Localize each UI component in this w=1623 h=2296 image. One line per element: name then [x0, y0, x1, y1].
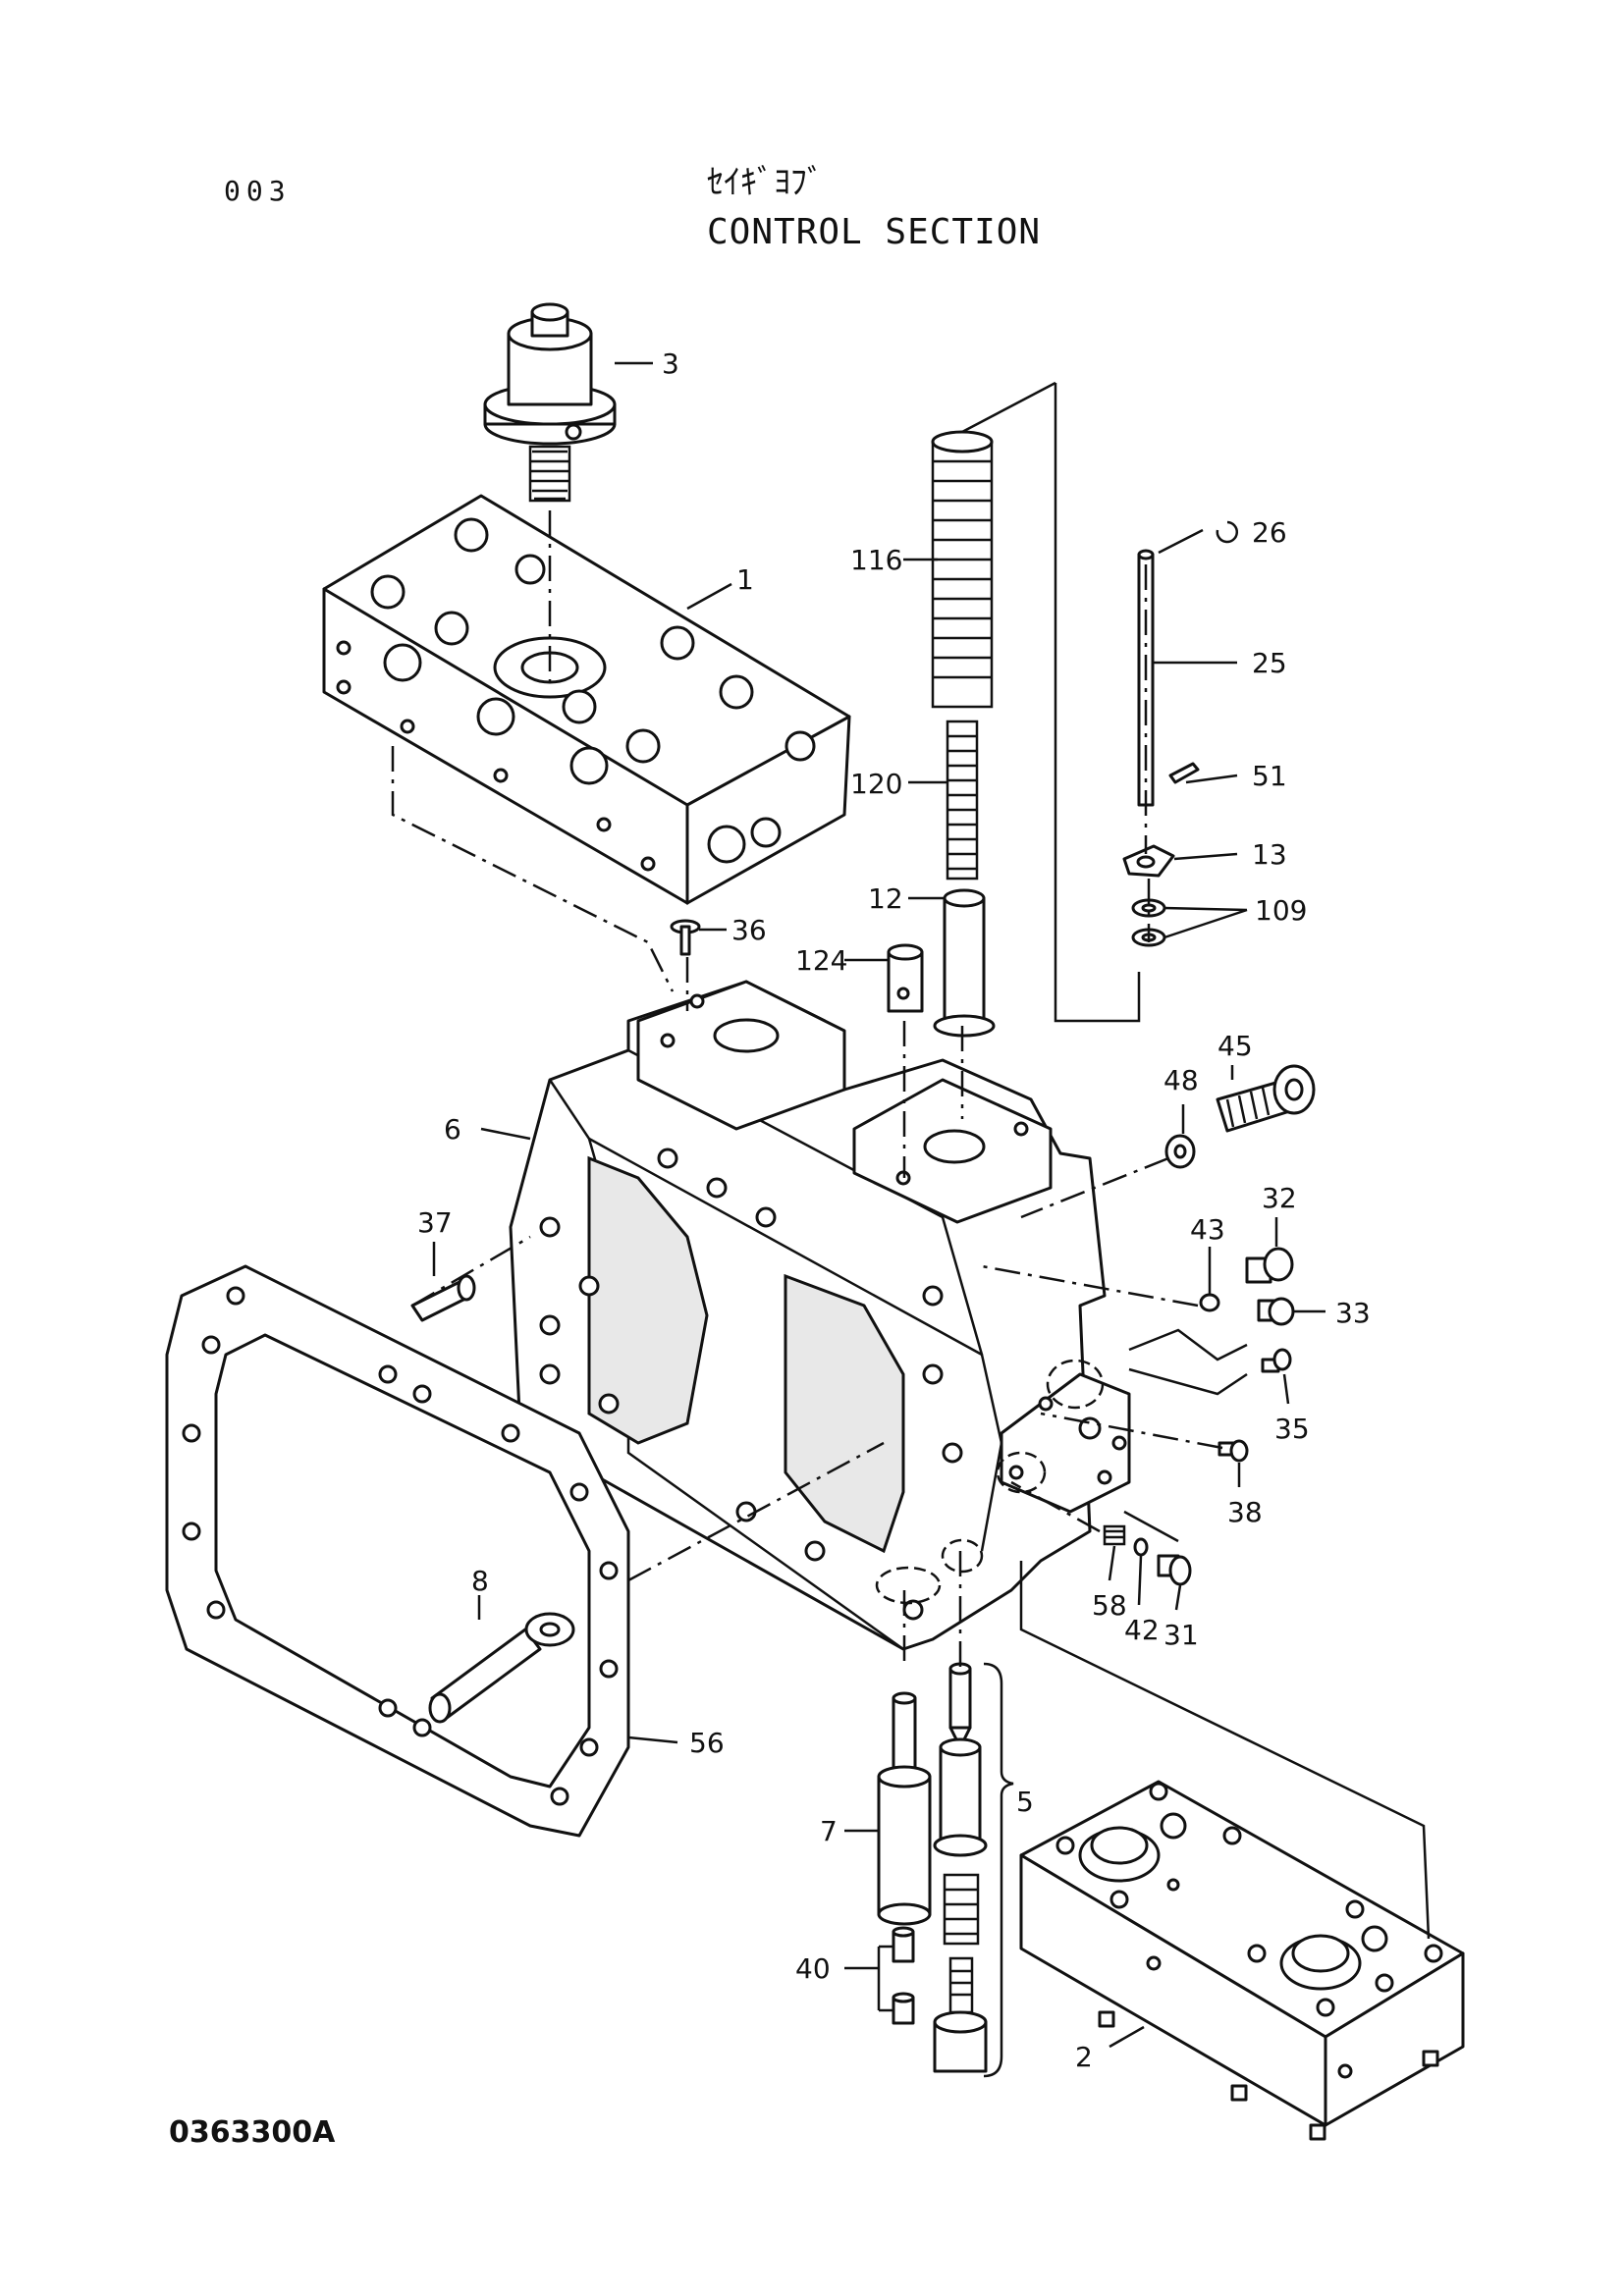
- part-7-piston: [877, 1691, 932, 1926]
- hidden-port-circle: [996, 1451, 1047, 1494]
- part-26-clip: [1216, 520, 1239, 544]
- callout-3: 3: [662, 347, 679, 380]
- callout-7: 7: [820, 1815, 838, 1847]
- callout-32: 32: [1262, 1182, 1297, 1214]
- part-5-spool-assembly: [933, 1662, 988, 2073]
- callout-25: 25: [1252, 647, 1287, 679]
- page-number: 003: [224, 175, 292, 207]
- callout-labels: 3 1 116 26 25 120 51 13 12 109 36 124 45…: [417, 347, 1371, 2073]
- title-japanese: ｾｲｷﾞﾖﾌﾞ: [707, 163, 824, 202]
- callout-26: 26: [1252, 516, 1287, 549]
- part-25-rod: [1137, 549, 1200, 807]
- callout-6: 6: [444, 1113, 461, 1146]
- part-116-spring: [931, 430, 994, 709]
- callout-35: 35: [1274, 1413, 1310, 1445]
- callout-33: 33: [1335, 1297, 1371, 1329]
- part-3-pilot-valve: [483, 302, 617, 503]
- part-37-pin: [410, 1274, 476, 1322]
- part-12-sleeve: [933, 888, 996, 1038]
- hidden-port-circle: [1046, 1359, 1105, 1410]
- assembly-bracket-line-top: [961, 381, 1056, 434]
- part-38-screw: [1217, 1439, 1249, 1463]
- callout-36: 36: [731, 914, 767, 946]
- callout-51: 51: [1252, 760, 1287, 792]
- part-35-screw: [1261, 1348, 1292, 1373]
- title-english: CONTROL SECTION: [707, 212, 1042, 252]
- callout-56: 56: [689, 1727, 725, 1759]
- callout-109: 109: [1255, 894, 1307, 927]
- cover-guide-line: [1123, 1510, 1179, 1543]
- hidden-port-circle: [875, 1566, 942, 1605]
- part-1-cover-block: [322, 494, 851, 905]
- hidden-port-circle: [941, 1538, 984, 1574]
- callout-37: 37: [417, 1206, 453, 1239]
- part-5-brace: [983, 1662, 1014, 2078]
- callout-1: 1: [736, 563, 754, 596]
- part-33-plug: [1257, 1297, 1295, 1326]
- part-45-bolt: [1216, 1064, 1316, 1133]
- part-58-spring: [1103, 1524, 1126, 1546]
- callout-58: 58: [1092, 1589, 1127, 1622]
- plug-guide-line: [1128, 1328, 1248, 1362]
- part-32-plug: [1245, 1247, 1294, 1284]
- part-40-pins: [892, 1926, 915, 2025]
- callout-5: 5: [1016, 1786, 1034, 1818]
- callout-43: 43: [1190, 1213, 1225, 1246]
- part-8-eye-pin: [428, 1612, 575, 1724]
- callout-116: 116: [850, 544, 902, 576]
- part-31-plug: [1157, 1554, 1192, 1586]
- part-51-pin: [1168, 762, 1200, 784]
- callout-48: 48: [1163, 1064, 1199, 1096]
- callout-45: 45: [1217, 1030, 1253, 1062]
- part-124-plug: [887, 943, 924, 1013]
- callout-13: 13: [1252, 838, 1287, 871]
- assembly-bracket-line: [1054, 383, 1141, 1023]
- callout-31: 31: [1163, 1619, 1199, 1651]
- callout-124: 124: [795, 944, 847, 977]
- cover-guide-line: [1019, 1561, 1431, 1940]
- callout-120: 120: [850, 768, 902, 800]
- leader-lines: [432, 361, 1325, 2049]
- part-42-o-ring: [1133, 1537, 1149, 1557]
- callout-42: 42: [1124, 1614, 1160, 1646]
- part-13-retainer: [1122, 844, 1175, 878]
- part-120-spring: [946, 720, 979, 881]
- callout-40: 40: [795, 1952, 831, 1985]
- plug-guide-line: [1128, 1367, 1248, 1396]
- part-2-bottom-cover: [1019, 1780, 1465, 2141]
- part-48-washer: [1164, 1134, 1196, 1169]
- drawing-code: 0363300A: [169, 2115, 336, 2150]
- part-36-screw: [670, 919, 701, 956]
- part-43-o-ring: [1199, 1293, 1220, 1312]
- callout-12: 12: [868, 882, 903, 915]
- callout-8: 8: [471, 1565, 489, 1597]
- assembly-center-lines: [391, 510, 1223, 1669]
- callout-38: 38: [1227, 1496, 1263, 1528]
- callout-2: 2: [1075, 2041, 1093, 2073]
